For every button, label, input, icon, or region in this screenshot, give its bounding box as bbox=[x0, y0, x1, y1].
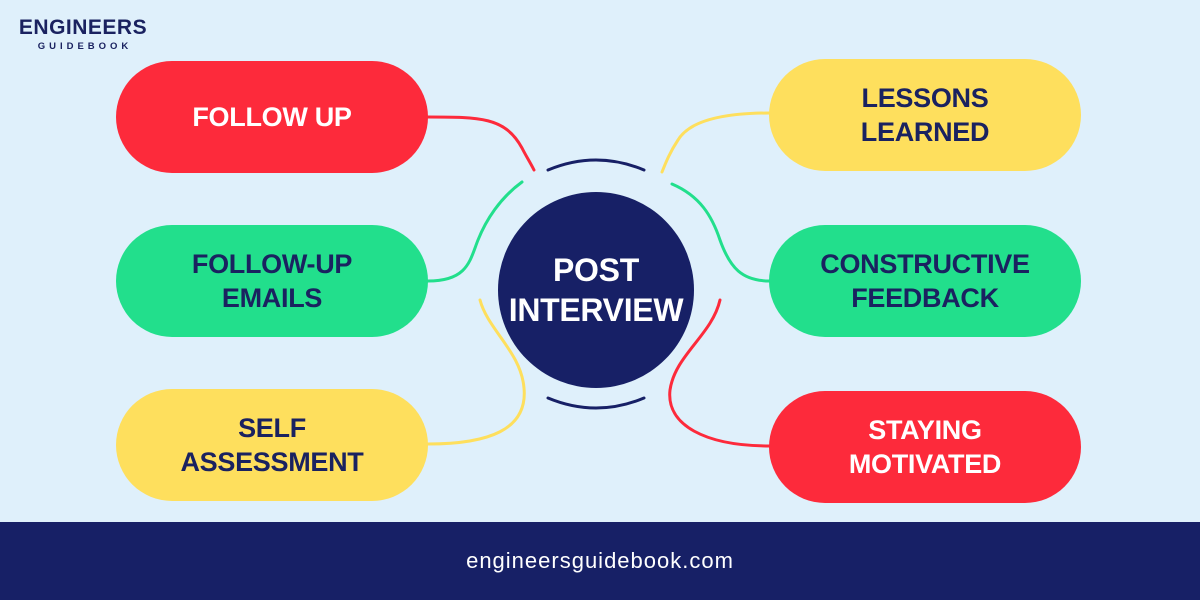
footer-bar: engineersguidebook.com bbox=[0, 522, 1200, 600]
node-self-assessment-label: SELF ASSESSMENT bbox=[180, 413, 364, 477]
node-self-assessment: SELF ASSESSMENT bbox=[116, 389, 428, 501]
node-constructive-feedback: CONSTRUCTIVE FEEDBACK bbox=[769, 225, 1081, 337]
node-follow-up: FOLLOW UP bbox=[116, 61, 428, 173]
connector-self-assessment bbox=[426, 298, 526, 446]
center-bottom-arc bbox=[546, 396, 646, 410]
node-follow-up-label: FOLLOW UP bbox=[192, 102, 352, 132]
connector-lessons-learned bbox=[660, 111, 772, 174]
node-follow-up-emails-label: FOLLOW-UP EMAILS bbox=[191, 249, 353, 313]
node-constructive-feedback-label: CONSTRUCTIVE FEEDBACK bbox=[820, 249, 1030, 313]
connector-follow-up bbox=[426, 115, 536, 172]
node-staying-motivated-label: STAYING MOTIVATED bbox=[848, 415, 1002, 479]
node-lessons-learned-label: LESSONS LEARNED bbox=[860, 83, 990, 147]
center-node-label: POST INTERVIEW bbox=[508, 252, 684, 328]
logo-main-text: ENGINEERS bbox=[18, 16, 148, 39]
center-node: POST INTERVIEW bbox=[498, 192, 694, 388]
node-lessons-learned: LESSONS LEARNED bbox=[769, 59, 1081, 171]
node-staying-motivated: STAYING MOTIVATED bbox=[769, 391, 1081, 503]
logo: ENGINEERS GUIDEBOOK bbox=[10, 16, 156, 54]
connector-constructive-feedback bbox=[670, 182, 772, 283]
center-top-arc bbox=[546, 158, 646, 172]
node-follow-up-emails: FOLLOW-UP EMAILS bbox=[116, 225, 428, 337]
connector-follow-up-emails bbox=[426, 180, 524, 283]
connector-staying-motivated bbox=[668, 298, 772, 448]
logo-sub-text: GUIDEBOOK bbox=[37, 41, 133, 52]
footer-url: engineersguidebook.com bbox=[466, 548, 734, 573]
